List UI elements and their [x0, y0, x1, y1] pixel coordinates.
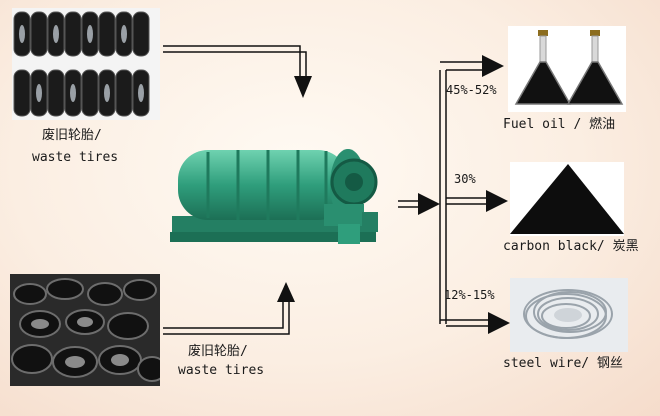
carbon-black-label: carbon black/ 炭黑: [503, 239, 639, 254]
top-input-label-cn: 废旧轮胎/: [42, 128, 102, 143]
tire-pile-photo: [10, 274, 160, 386]
arrow-head-splitter: [418, 193, 440, 215]
carbon-black-pile-icon: [510, 162, 624, 236]
top-input-label-en: waste tires: [32, 150, 119, 165]
arrow-head-steel-wire: [488, 312, 510, 334]
fuel-oil-percent: 45%-52%: [446, 83, 497, 97]
steel-wire-label: steel wire/ 钢丝: [503, 356, 623, 371]
fuel-oil-label: Fuel oil / 燃油: [503, 117, 616, 132]
arrow-head-bottom-input: [277, 282, 295, 302]
carbon-black-percent: 30%: [454, 172, 476, 186]
bottom-input-label-en: waste tires: [178, 363, 265, 378]
oil-flask-icon: [508, 26, 626, 112]
arrow-head-fuel-oil: [482, 55, 504, 77]
tires-photo: [12, 8, 160, 120]
arrow-head-top-input: [294, 76, 312, 98]
arrow-head-carbon-black: [486, 190, 508, 212]
steel-wire-coil-icon: [510, 278, 628, 352]
pyrolysis-reactor: [164, 120, 382, 260]
bottom-input-label-cn: 废旧轮胎/: [188, 344, 248, 359]
steel-wire-percent: 12%-15%: [444, 288, 495, 302]
